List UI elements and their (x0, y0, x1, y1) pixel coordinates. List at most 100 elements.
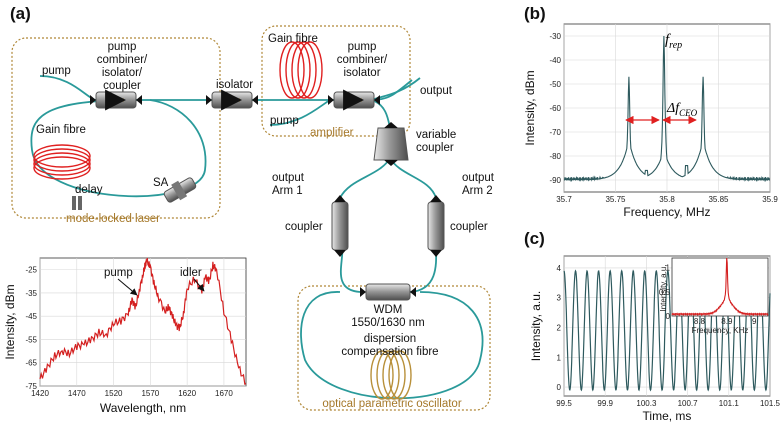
time-xtick-label: 99.9 (597, 399, 613, 408)
pump-combiner-left-label-4: coupler (103, 80, 141, 92)
arm2-label-2: Arm 2 (462, 185, 493, 197)
rf-ytick-label: -80 (549, 152, 561, 161)
inset-xtick-label: 8.8 (694, 317, 706, 326)
spectrum-ytick-label: -75 (25, 382, 37, 391)
spectrum-xtick-label: 1620 (178, 389, 196, 398)
spectrum-xtick-label: 1420 (31, 389, 49, 398)
spectrum-xtick-label: 1520 (105, 389, 123, 398)
rf-ytick-label: -60 (549, 104, 561, 113)
pump-combiner-amp (328, 89, 380, 111)
dispersion-label-1: dispersion (364, 333, 416, 345)
rf-plot: 35.7 35.75 35.8 35.85 35.9 -30 -40 -50 -60 -70 -80… (523, 23, 778, 219)
inset-ytick-label: 0 (666, 312, 671, 321)
time-xtick-label: 101.1 (719, 399, 740, 408)
delay-component (72, 196, 82, 210)
mode-locked-laser-label: mode-locked laser (66, 213, 160, 225)
rf-ylabel: Intensity, dBm (523, 70, 537, 145)
pump-annotation: pump (104, 267, 133, 279)
pump-combiner-left (90, 89, 142, 111)
wdm-label-2: 1550/1630 nm (351, 317, 425, 329)
dispersion-coil (370, 350, 412, 400)
panel-b-label: (b) (524, 4, 546, 23)
rf-xtick-label: 35.75 (605, 195, 626, 204)
pump-combiner-left-label-1: pump (108, 41, 137, 53)
spectrum-ytick-label: -55 (25, 335, 37, 344)
time-ytick-label: 4 (557, 264, 562, 273)
spectrum-trace (39, 257, 247, 385)
sa-component (163, 177, 197, 203)
coupler-right-label: coupler (450, 221, 488, 233)
arm2-label-1: output (462, 172, 495, 184)
time-xtick-label: 101.5 (760, 399, 781, 408)
inset-ylabel: Intensity, a.u. (659, 265, 668, 312)
spectrum-ytick-label: -35 (25, 289, 37, 298)
coupler-right-component (427, 195, 445, 257)
wdm-component (360, 283, 416, 301)
rf-xtick-label: 35.85 (708, 195, 729, 204)
spectrum-plot: 1420 1470 1520 1570 1620 1670 -25 -35 -45 -55 -65 -… (3, 257, 247, 415)
mode-locked-laser-box (11, 37, 221, 219)
rf-ytick-label: -30 (549, 32, 561, 41)
panel-c-label: (c) (524, 229, 545, 248)
rf-ytick-label: -40 (549, 56, 561, 65)
gain-fibre-left-coil (33, 144, 91, 180)
variable-coupler-label-2: coupler (416, 142, 454, 154)
time-ytick-label: 0 (557, 383, 562, 392)
dispersion-label-2: compensation fibre (341, 346, 438, 358)
isolator (206, 89, 258, 111)
time-xtick-label: 99.5 (556, 399, 572, 408)
spectrum-ytick-label: -25 (25, 266, 37, 275)
rf-ytick-label: -90 (549, 176, 561, 185)
variable-coupler (373, 122, 409, 166)
coupler-left-label: coupler (285, 221, 323, 233)
variable-coupler-label-1: variable (416, 129, 456, 141)
spectrum-xlabel: Wavelength, nm (100, 401, 186, 415)
rf-ytick-label: -50 (549, 80, 561, 89)
spectrum-ylabel: Intensity, dBm (3, 284, 17, 359)
pump-combiner-left-label-3: isolator/ (102, 67, 143, 79)
time-xlabel: Time, ms (643, 409, 692, 423)
panel-a-label: (a) (10, 4, 31, 23)
spectrum-xtick-label: 1670 (215, 389, 233, 398)
inset-plot: 8.8 8.9 9 0 0.5 1 Frequency, KHz Intensity, a… (659, 257, 769, 335)
spectrum-ytick-label: -65 (25, 359, 37, 368)
pump-combiner-amp-label-2: combiner/ (337, 54, 388, 66)
time-xtick-label: 100.3 (636, 399, 657, 408)
pump-combiner-amp-label-1: pump (348, 41, 377, 53)
opo-label: optical parametric oscillator (322, 398, 462, 410)
isolator-label: isolator (216, 79, 253, 91)
rf-trace (563, 35, 771, 183)
rf-xtick-label: 35.9 (762, 195, 778, 204)
sa-label: SA (153, 177, 169, 189)
spectrum-xtick-label: 1570 (141, 389, 159, 398)
pump-left-label: pump (42, 65, 71, 77)
inset-xlabel: Frequency, KHz (692, 326, 749, 335)
inset-xtick-label: 9 (752, 317, 757, 326)
rf-xtick-label: 35.8 (659, 195, 675, 204)
time-ytick-label: 3 (557, 294, 562, 303)
amplifier-label: amplifier (310, 127, 354, 139)
gain-fibre-amp-label: Gain fibre (268, 33, 318, 45)
spectrum-xtick-label: 1470 (68, 389, 86, 398)
inset-xtick-label: 8.9 (721, 317, 733, 326)
rf-xlabel: Frequency, MHz (623, 205, 710, 219)
gain-fibre-left-label: Gain fibre (36, 124, 86, 136)
rf-xtick-label: 35.7 (556, 195, 572, 204)
pump-combiner-amp-label-3: isolator (343, 67, 380, 79)
inset-ytick-label: 0.5 (659, 288, 671, 297)
inset-ytick-label: 1 (666, 264, 671, 273)
time-ylabel: Intensity, a.u. (529, 291, 543, 361)
rf-ytick-label: -70 (549, 128, 561, 137)
time-ytick-label: 1 (557, 353, 562, 362)
dfceo-label: ΔfCEO (666, 101, 698, 118)
gain-fibre-amp-coil (279, 41, 323, 99)
time-ytick-label: 2 (557, 323, 562, 332)
idler-annotation: idler (180, 267, 202, 279)
arm1-label-1: output (272, 172, 305, 184)
amplifier-box (261, 25, 411, 137)
time-xtick-label: 100.7 (678, 399, 699, 408)
spectrum-ytick-label: -45 (25, 312, 37, 321)
coupler-left-component (331, 195, 349, 257)
pump-combiner-left-label-2: combiner/ (97, 54, 148, 66)
